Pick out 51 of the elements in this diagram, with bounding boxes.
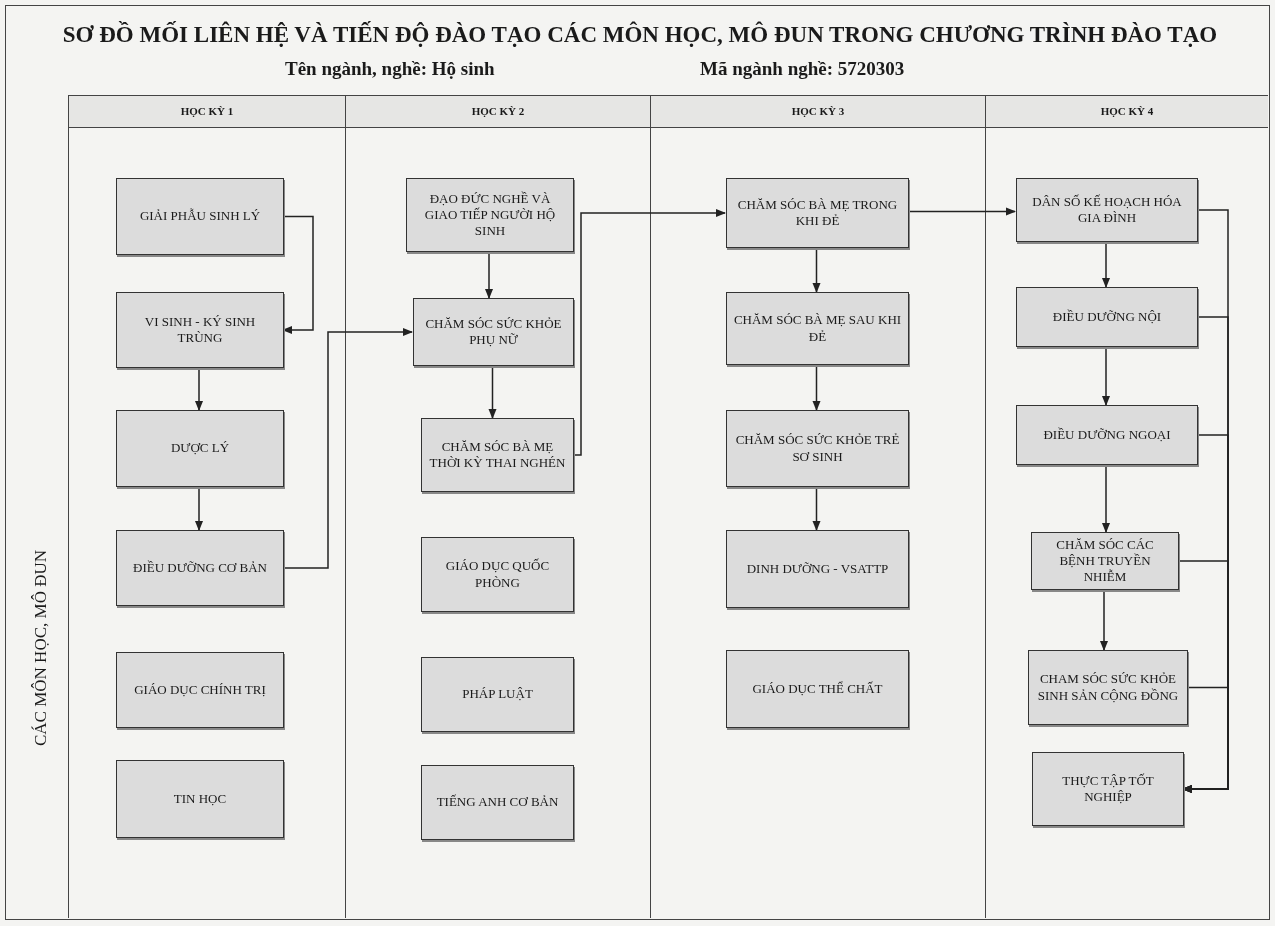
column-header: HỌC KỲ 2 xyxy=(470,104,526,119)
semester-column xyxy=(985,95,1268,918)
subject-box: ĐIỀU DƯỠNG NỘI xyxy=(1016,287,1198,347)
subject-box: GIÁO DỤC QUỐC PHÒNG xyxy=(421,537,574,612)
subject-box: TIN HỌC xyxy=(116,760,284,838)
subject-box: CHĂM SÓC BÀ MẸ SAU KHI ĐẺ xyxy=(726,292,909,365)
arrow xyxy=(195,486,203,531)
subject-box: THỰC TẬP TỐT NGHIỆP xyxy=(1032,752,1184,826)
arrow xyxy=(572,209,726,456)
subtitle: Tên ngành, nghề: Hộ sinh xyxy=(285,58,495,80)
arrow xyxy=(488,365,497,419)
arrow xyxy=(1102,346,1110,406)
subject-box: CHĂM SÓC SỨC KHỎE TRẺ SƠ SINH xyxy=(726,410,909,487)
arrow xyxy=(812,247,821,293)
subject-box: TIẾNG ANH CƠ BẢN xyxy=(421,765,574,840)
arrow xyxy=(1182,686,1229,793)
subject-box: CHĂM SÓC CÁC BỆNH TRUYỀN NHIỄM xyxy=(1031,532,1179,590)
subject-box: GIẢI PHẪU SINH LÝ xyxy=(116,178,284,255)
subject-box: ĐIỀU DƯỠNG CƠ BẢN xyxy=(116,530,284,606)
arrow xyxy=(812,486,821,531)
arrow xyxy=(907,207,1016,216)
subject-box: CHAM SÓC SỨC KHỎE SINH SẢN CỘNG ĐỒNG xyxy=(1028,650,1188,725)
semester-column xyxy=(345,95,650,918)
row-header: CÁC MÔN HỌC, MÔ ĐUN xyxy=(31,550,51,746)
subject-box: DINH DƯỠNG - VSATTP xyxy=(726,530,909,608)
arrow xyxy=(282,215,314,334)
arrow xyxy=(195,367,203,411)
subject-box: VI SINH - KÝ SINH TRÙNG xyxy=(116,292,284,368)
subject-box: ĐIỀU DƯỠNG NGOẠI xyxy=(1016,405,1198,465)
semester-column xyxy=(650,95,985,918)
arrow xyxy=(485,251,493,299)
arrow xyxy=(282,328,413,569)
subject-box: DƯỢC LÝ xyxy=(116,410,284,487)
column-header: HỌC KỲ 3 xyxy=(790,104,846,119)
arrow xyxy=(1102,464,1110,533)
column-header: HỌC KỲ 1 xyxy=(179,104,235,119)
diagram-title: SƠ ĐỒ MỐI LIÊN HỆ VÀ TIẾN ĐỘ ĐÀO TẠO CÁC MÔN HỌC, MÔ ĐUN TRONG CHƯƠNG TRÌNH ĐÀO TẠO xyxy=(61,22,1219,48)
subtitle: Mã ngành nghề: 5720303 xyxy=(700,58,905,80)
subject-box: CHĂM SÓC SỨC KHỎE PHỤ NỮ xyxy=(413,298,574,366)
subject-box: PHÁP LUẬT xyxy=(421,657,574,732)
column-header: HỌC KỲ 4 xyxy=(1099,104,1155,119)
arrow xyxy=(1102,241,1110,288)
subject-box: GIÁO DỤC CHÍNH TRỊ xyxy=(116,652,284,728)
arrow xyxy=(1100,589,1108,651)
subject-box: CHĂM SÓC BÀ MẸ THỜI KỲ THAI NGHÉN xyxy=(421,418,574,492)
subject-box: CHĂM SÓC BÀ MẸ TRONG KHI ĐẺ xyxy=(726,178,909,248)
subject-box: ĐẠO ĐỨC NGHỀ VÀ GIAO TIẾP NGƯỜI HỘ SINH xyxy=(406,178,574,252)
arrow xyxy=(812,364,821,411)
subject-box: GIÁO DỤC THỂ CHẤT xyxy=(726,650,909,728)
subject-box: DÂN SỐ KẾ HOẠCH HÓA GIA ĐÌNH xyxy=(1016,178,1198,242)
semester-column xyxy=(68,95,345,918)
